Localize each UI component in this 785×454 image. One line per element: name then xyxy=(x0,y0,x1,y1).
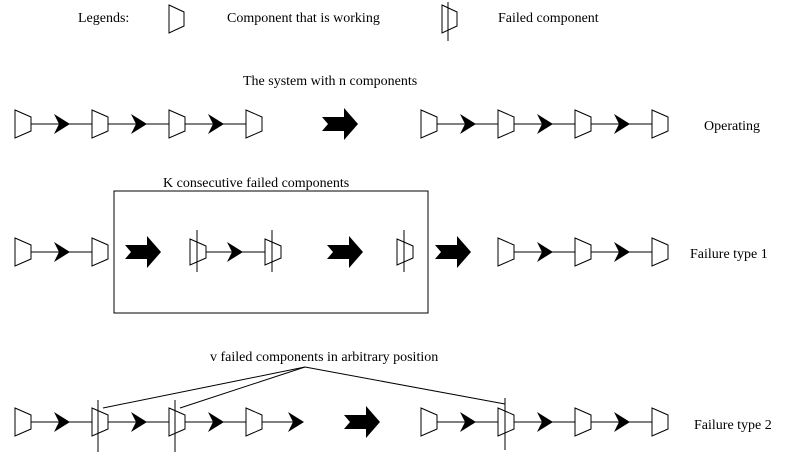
working-component-icon xyxy=(14,237,32,267)
small-arrow-icon xyxy=(537,242,553,262)
large-arrow-icon xyxy=(322,108,358,140)
legend-failed-component-icon xyxy=(441,2,458,41)
working-component-icon xyxy=(574,237,592,267)
working-component-icon xyxy=(168,109,186,139)
failed-component-icon xyxy=(396,230,414,272)
failed-component-icon xyxy=(91,400,109,452)
row-label-failure-2: Failure type 2 xyxy=(694,418,772,433)
pointer-lines xyxy=(102,366,506,409)
working-component-icon xyxy=(245,407,263,437)
failed-component-icon xyxy=(264,230,282,272)
small-arrow-icon xyxy=(537,114,553,134)
row-failure-type-2 xyxy=(14,366,669,452)
working-component-icon xyxy=(420,109,438,139)
working-component-icon xyxy=(651,237,669,267)
small-arrow-icon xyxy=(208,114,224,134)
legend-failed-label: Failed component xyxy=(498,11,599,26)
legend-working-label: Component that is working xyxy=(227,11,380,26)
heading-arbitrary: v failed components in arbitrary positio… xyxy=(210,350,438,365)
small-arrow-icon xyxy=(614,114,630,134)
small-arrow-icon xyxy=(460,114,476,134)
small-arrow-icon xyxy=(54,114,70,134)
working-component-icon xyxy=(574,407,592,437)
working-component-icon xyxy=(497,109,515,139)
legend-working-component-icon xyxy=(168,4,185,34)
small-arrow-icon xyxy=(614,412,630,432)
row-operating xyxy=(14,108,669,140)
small-arrow-icon xyxy=(131,412,147,432)
working-component-icon xyxy=(245,109,263,139)
small-arrow-icon xyxy=(288,412,304,432)
small-arrow-icon xyxy=(227,242,243,262)
working-component-icon xyxy=(497,237,515,267)
large-arrow-icon xyxy=(125,236,161,268)
working-component-icon xyxy=(420,407,438,437)
large-arrow-icon xyxy=(344,406,380,438)
failed-component-icon xyxy=(168,400,186,452)
small-arrow-icon xyxy=(460,412,476,432)
working-component-icon xyxy=(14,109,32,139)
working-component-icon xyxy=(91,237,109,267)
small-arrow-icon xyxy=(537,412,553,432)
small-arrow-icon xyxy=(54,242,70,262)
heading-consecutive: K consecutive failed components xyxy=(163,176,349,191)
small-arrow-icon xyxy=(131,114,147,134)
large-arrow-icon xyxy=(327,236,363,268)
failed-component-icon xyxy=(497,398,515,450)
consecutive-failure-box xyxy=(113,190,429,314)
working-component-icon xyxy=(574,109,592,139)
working-component-icon xyxy=(14,407,32,437)
row-label-operating: Operating xyxy=(704,119,760,134)
legend: Legends: Component that is working Faile… xyxy=(78,2,599,41)
row-label-failure-1: Failure type 1 xyxy=(690,247,768,262)
small-arrow-icon xyxy=(208,412,224,432)
small-arrow-icon xyxy=(614,242,630,262)
heading-system: The system with n components xyxy=(243,74,417,89)
working-component-icon xyxy=(651,109,669,139)
row-failure-type-1 xyxy=(14,190,669,314)
small-arrow-icon xyxy=(54,412,70,432)
working-component-icon xyxy=(651,407,669,437)
failed-component-icon xyxy=(189,230,207,272)
legend-title: Legends: xyxy=(78,11,129,26)
working-component-icon xyxy=(91,109,109,139)
large-arrow-icon xyxy=(435,236,471,268)
